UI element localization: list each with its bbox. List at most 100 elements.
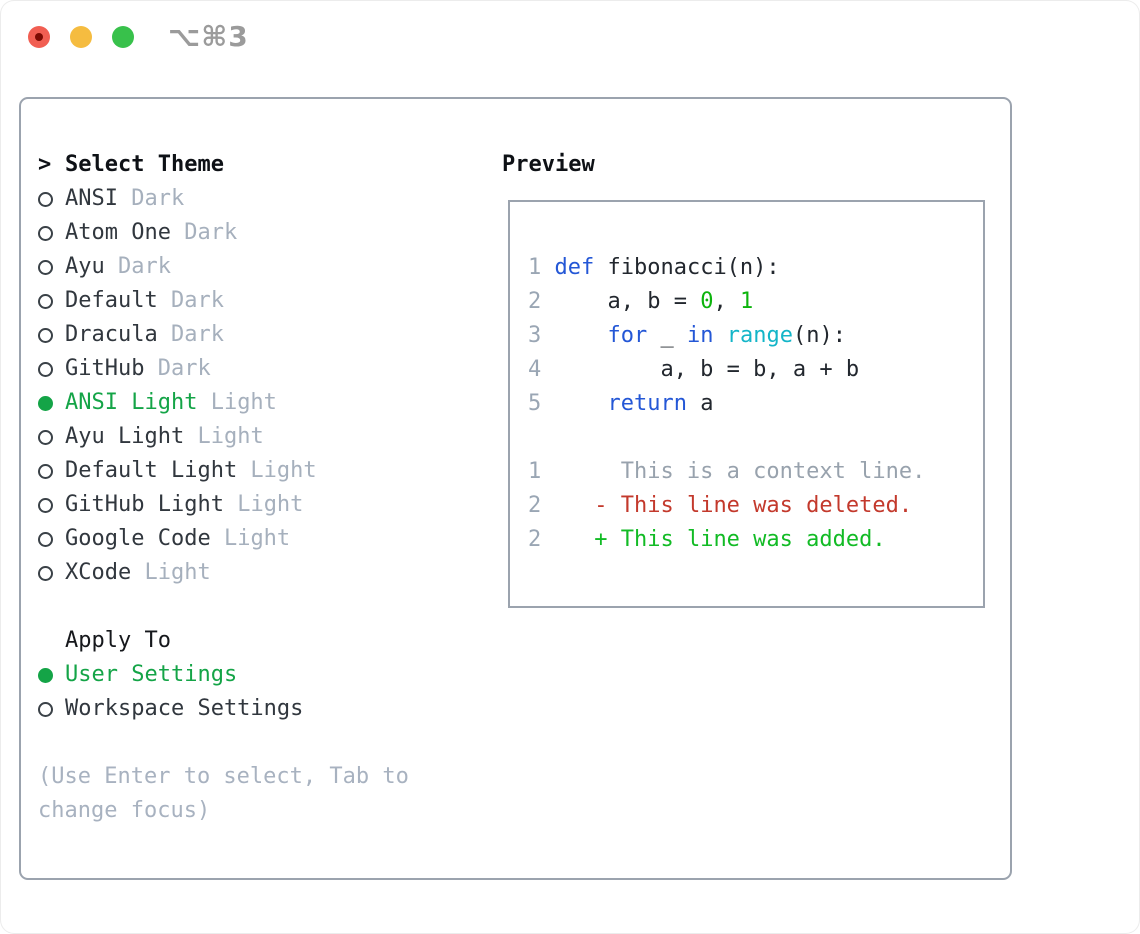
- apply-to-option[interactable]: Workspace Settings: [38, 692, 409, 726]
- theme-variant-label: Light: [131, 560, 211, 585]
- theme-variant-label: Dark: [157, 288, 224, 313]
- radio-selected-icon: [38, 395, 65, 411]
- minimize-button[interactable]: [70, 26, 92, 48]
- preview-title: Preview: [502, 152, 595, 177]
- theme-option[interactable]: Default Light Light: [38, 454, 409, 488]
- option-label: Workspace Settings: [65, 696, 304, 721]
- theme-option[interactable]: ANSI Dark: [38, 182, 409, 216]
- theme-variant-label: Light: [184, 424, 264, 449]
- window-controls: [28, 26, 134, 48]
- theme-option[interactable]: Ayu Light Light: [38, 420, 409, 454]
- zoom-button[interactable]: [112, 26, 134, 48]
- option-label: Atom One: [65, 220, 171, 245]
- option-label: GitHub Light: [65, 492, 224, 517]
- close-button[interactable]: [28, 26, 50, 48]
- option-label: GitHub: [65, 356, 145, 381]
- line-number: 1: [528, 459, 542, 484]
- window-shortcut-label: ⌥⌘3: [168, 20, 249, 53]
- code-line: 2 a, b = 0, 1: [528, 285, 983, 319]
- code-segment-fg: [554, 493, 594, 518]
- code-segment-kw: def: [554, 255, 595, 280]
- option-label: Ayu Light: [65, 424, 185, 449]
- code-segment-fg: a, b =: [554, 289, 701, 314]
- radio-icon: [38, 565, 65, 581]
- code-line: 2 + This line was added.: [528, 523, 983, 557]
- theme-variant-label: Dark: [170, 220, 238, 245]
- code-segment-kw: return: [607, 391, 687, 416]
- radio-icon: [38, 293, 65, 309]
- option-label: Ayu: [65, 254, 105, 279]
- code-segment-ctx: This is a context line.: [554, 459, 926, 484]
- line-number: 3: [528, 323, 542, 348]
- theme-option[interactable]: Atom One Dark: [38, 216, 409, 250]
- radio-icon: [38, 429, 65, 445]
- option-label: ANSI Light: [65, 390, 198, 415]
- theme-option[interactable]: ANSI Light Light: [38, 386, 409, 420]
- theme-option[interactable]: Ayu Dark: [38, 250, 409, 284]
- radio-icon: [38, 701, 65, 717]
- theme-option[interactable]: Dracula Dark: [38, 318, 409, 352]
- code-segment-fg: _: [647, 323, 687, 348]
- code-line: 1 This is a context line.: [528, 455, 983, 489]
- option-label: ANSI: [65, 186, 118, 211]
- code-segment-fg: fibonacci(n):: [594, 255, 780, 280]
- code-segment-kw: in: [686, 323, 714, 348]
- theme-variant-label: Dark: [117, 186, 185, 211]
- code-line: 4 a, b = b, a + b: [528, 353, 983, 387]
- theme-variant-label: Light: [210, 526, 291, 551]
- preview-box: 1 def fibonacci(n): 2 a, b = 0, 1 3 for _ i…: [508, 200, 985, 608]
- spacer-row: [38, 590, 409, 624]
- focus-caret-icon: >: [38, 152, 52, 177]
- theme-variant-label: Light: [197, 390, 277, 415]
- theme-variant-label: Light: [237, 458, 317, 483]
- line-number: 2: [528, 289, 542, 314]
- theme-variant-label: Dark: [104, 254, 171, 279]
- select-theme-title: Select Theme: [65, 152, 224, 177]
- option-label: Default: [65, 288, 158, 313]
- code-segment-fn: range: [726, 323, 793, 348]
- line-number: 5: [528, 391, 542, 416]
- code-segment-kw: for: [607, 323, 648, 348]
- theme-option[interactable]: GitHub Light Light: [38, 488, 409, 522]
- line-number: 4: [528, 357, 542, 382]
- theme-variant-label: Light: [223, 492, 304, 517]
- code-segment-fg: ,: [713, 289, 740, 314]
- radio-icon: [38, 191, 65, 207]
- code-segment-add: + This line was added.: [594, 527, 886, 552]
- option-label: XCode: [65, 560, 132, 585]
- code-line: 5 return a: [528, 387, 983, 421]
- theme-option[interactable]: XCode Light: [38, 556, 409, 590]
- code-line: 1 def fibonacci(n):: [528, 251, 983, 285]
- code-segment-del: - This line was deleted.: [594, 493, 913, 518]
- code-segment-fg: a: [686, 391, 714, 416]
- line-number: 1: [528, 255, 542, 280]
- radio-icon: [38, 531, 65, 547]
- close-dot-icon: [35, 33, 43, 41]
- radio-selected-icon: [38, 667, 65, 683]
- code-segment-num: 1: [739, 289, 754, 314]
- help-text-line-1: (Use Enter to select, Tab to: [38, 764, 409, 789]
- radio-icon: [38, 463, 65, 479]
- help-text-line-2: change focus): [38, 798, 211, 823]
- apply-to-header: Apply To: [38, 624, 409, 658]
- option-label: User Settings: [65, 662, 238, 687]
- radio-icon: [38, 361, 65, 377]
- theme-variant-label: Dark: [144, 356, 211, 381]
- code-line: [528, 421, 983, 455]
- theme-option[interactable]: GitHub Dark: [38, 352, 409, 386]
- radio-icon: [38, 497, 65, 513]
- theme-variant-label: Dark: [157, 322, 224, 347]
- theme-option[interactable]: Default Dark: [38, 284, 409, 318]
- code-segment-fg: [554, 323, 607, 348]
- radio-icon: [38, 225, 65, 241]
- apply-to-option[interactable]: User Settings: [38, 658, 409, 692]
- radio-icon: [38, 259, 65, 275]
- option-label: Google Code: [65, 526, 211, 551]
- line-number: 2: [528, 493, 542, 518]
- theme-option[interactable]: Google Code Light: [38, 522, 409, 556]
